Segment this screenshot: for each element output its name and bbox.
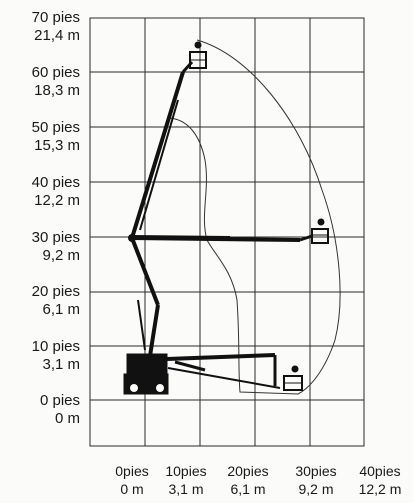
y-tick-ft: 40 pies [31,174,80,191]
y-tick-ft: 50 pies [31,119,80,136]
boom-lower-sections [130,237,160,357]
boom-pivot-joint [128,234,136,242]
y-tick-m: 18,3 m [34,82,80,99]
y-tick-ft: 20 pies [31,283,80,300]
platform-basket-mid-icon [311,218,329,244]
y-tick-m: 6,1 m [42,301,80,318]
y-tick-m: 12,2 m [34,192,80,209]
x-tick-m: 3,1 m [168,481,204,497]
y-tick-m: 9,2 m [42,247,80,264]
x-tick-ft: 30pies [295,463,337,479]
boom-low-position [139,353,281,389]
y-tick-ft: 30 pies [31,229,80,246]
x-tick-ft: 10pies [165,463,207,479]
x-tick-m: 9,2 m [298,481,334,497]
working-envelope-outline [169,39,341,395]
y-tick-ft: 10 pies [31,338,80,355]
lift-base [123,353,169,395]
y-tick-m: 3,1 m [42,356,80,373]
x-tick-m: 12,2 m [358,481,402,497]
x-tick-m: 0 m [120,481,144,497]
x-tick-m: 6,1 m [230,481,266,497]
y-tick-m: 15,3 m [34,137,80,154]
platform-basket-top-icon [189,41,207,69]
platform-basket-low-icon [283,365,303,391]
x-tick-40: 40pies 12,2 m [352,462,408,498]
x-tick-30: 30pies 9,2 m [288,462,344,498]
y-tick-ft: 0 pies [39,392,80,409]
y-tick-m: 21,4 m [34,27,80,44]
y-tick-m: 0 m [54,410,80,427]
x-tick-20: 20pies 6,1 m [220,462,276,498]
boom-horizontal-position [131,234,313,242]
boom-max-height-position [130,60,194,239]
x-tick-0: 0pies 0 m [104,462,160,498]
y-tick-ft: 70 pies [31,9,80,26]
x-tick-10: 10pies 3,1 m [158,462,214,498]
x-tick-ft: 20pies [227,463,269,479]
x-tick-ft: 0pies [115,463,149,479]
x-tick-ft: 40pies [359,463,401,479]
y-tick-ft: 60 pies [31,64,80,81]
